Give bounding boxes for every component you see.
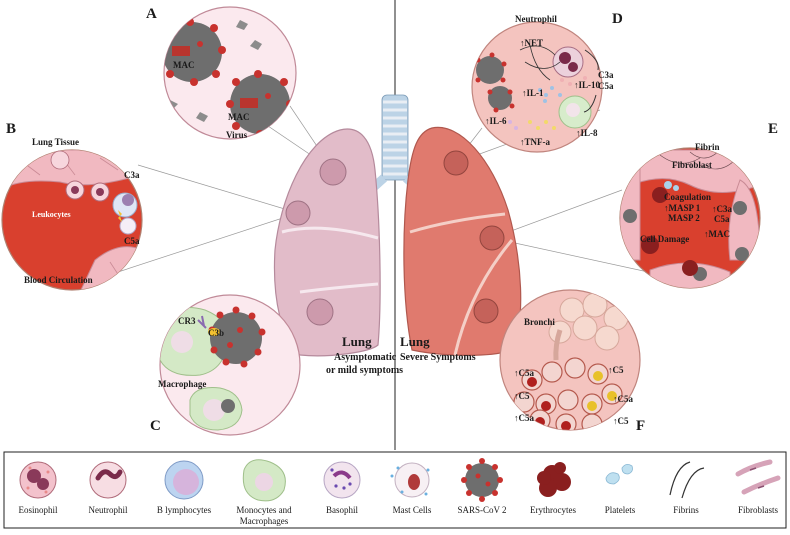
c5-label-f2: ↑C5 xyxy=(514,391,530,401)
c5a-label-f1: ↑C5a xyxy=(514,368,534,378)
legend-mast-cells: Mast Cells xyxy=(390,462,432,515)
blood-circulation-label: Blood Circulation xyxy=(24,275,93,285)
legend-eosinophil: Eosinophil xyxy=(18,461,58,515)
legend-b-lymphocytes: B lymphocytes xyxy=(157,460,212,515)
legend-macrophages-label: Macrophages xyxy=(240,516,289,526)
cr3-label: CR3 xyxy=(178,316,196,326)
macrophage-label: Macrophage xyxy=(158,379,206,389)
leukocytes-label: Leukocytes xyxy=(32,210,71,219)
left-lung-mild xyxy=(273,128,381,357)
virus-a2 xyxy=(230,74,290,134)
masp2-label: MASP 2 xyxy=(668,213,700,223)
legend-sars-cov-2: SARS-CoV 2 xyxy=(457,458,507,515)
c5-label-f1: ↑C5 xyxy=(608,365,624,375)
legend-platelets-label: Platelets xyxy=(605,505,636,515)
panel-letter-d: D xyxy=(612,11,623,27)
fibrin-label: Fibrin xyxy=(695,142,720,152)
panel-letter-b: B xyxy=(6,121,16,137)
c5a-label-e: C5a xyxy=(714,214,730,224)
masp1-label: ↑MASP 1 xyxy=(664,203,701,213)
panel-letter-e: E xyxy=(768,121,778,137)
panel-letter-f: F xyxy=(636,418,645,434)
c5a-label-d: C5a xyxy=(598,81,614,91)
fibroblast-label: Fibroblast xyxy=(672,160,712,170)
panel-a: MAC MAC Virus A xyxy=(146,6,297,140)
left-lung-subtitle-1: Asymptomatic xyxy=(334,352,397,363)
il8-label: ↑IL-8 xyxy=(576,128,598,138)
legend-b-lymphocytes-label: B lymphocytes xyxy=(157,505,212,515)
c5-label-f3: ↑C5 xyxy=(613,416,629,426)
legend-neutrophil-label: Neutrophil xyxy=(89,505,128,515)
panel-b: Lung Tissue Leukocytes C3a C5a Blood Cir… xyxy=(1,121,143,291)
left-lung-subtitle-2: or mild symptoms xyxy=(326,365,403,376)
lung-tissue-label: Lung Tissue xyxy=(32,137,79,147)
c3a-label-e: ↑C3a xyxy=(712,204,732,214)
right-lung-title: Lung xyxy=(400,334,430,349)
legend-monocytes: Monocytes and Macrophages xyxy=(236,459,292,526)
legend-mast-cells-label: Mast Cells xyxy=(393,505,432,515)
legend-basophil-label: Basophil xyxy=(326,505,359,515)
c3b-label: C3b xyxy=(208,328,224,338)
net-label: ↑NET xyxy=(520,38,543,48)
tnf-label: ↑TNF-a xyxy=(520,137,550,147)
virus-c xyxy=(210,312,262,364)
legend-erythrocytes: Erythrocytes xyxy=(530,462,576,515)
mac-label-e: ↑MAC xyxy=(704,229,730,239)
c3a-label-b: C3a xyxy=(124,170,140,180)
c3a-label-d: C3a xyxy=(598,70,614,80)
panel-c: CR3 C3b Macrophage C xyxy=(150,294,301,436)
c5a-label-f2: ↑C5a xyxy=(613,394,633,404)
panel-letter-c: C xyxy=(150,418,161,434)
panel-d: Neutrophil ↑NET ↑IL-10 C3a C5a ↑IL-1 ↑IL… xyxy=(471,11,623,153)
legend-neutrophil: Neutrophil xyxy=(89,461,128,515)
legend-erythrocytes-label: Erythrocytes xyxy=(530,505,576,515)
c5a-label-f3: ↑C5a xyxy=(514,413,534,423)
legend-fibroblasts: Fibroblasts xyxy=(735,459,781,515)
il6-label: ↑IL-6 xyxy=(485,116,507,126)
neutrophil-label: Neutrophil xyxy=(515,14,557,24)
legend-monocytes-label: Monocytes and xyxy=(236,505,292,515)
legend-fibrins-label: Fibrins xyxy=(673,505,699,515)
legend-fibroblasts-label: Fibroblasts xyxy=(738,505,779,515)
panel-f: Bronchi ↑C5a ↑C5 ↑C5 ↑C5a ↑C5a ↑C5 F xyxy=(499,289,645,434)
il10-label: ↑IL-10 xyxy=(574,80,601,90)
virus-d1 xyxy=(476,56,504,84)
legend-eosinophil-label: Eosinophil xyxy=(18,505,58,515)
legend-box xyxy=(3,451,787,529)
legend-basophil: Basophil xyxy=(323,461,361,515)
mac-label-2: MAC xyxy=(228,112,250,122)
legend-sars-cov-2-label: SARS-CoV 2 xyxy=(457,505,506,515)
panel-e: Fibrin Fibroblast Coagulation ↑MASP 1 MA… xyxy=(619,121,778,289)
c5a-label-b: C5a xyxy=(124,236,140,246)
legend-fibrins: Fibrins xyxy=(669,461,705,515)
il1-label: ↑IL-1 xyxy=(522,88,544,98)
panel-letter-a: A xyxy=(146,6,157,22)
virus-d2 xyxy=(488,86,512,110)
virus-label: Virus xyxy=(226,130,248,140)
coagulation-label: Coagulation xyxy=(664,192,711,202)
legend: Eosinophil Neutrophil B lymphocytes Mono… xyxy=(3,451,787,529)
right-lung-subtitle: Severe Symptoms xyxy=(400,352,476,363)
left-lung-title: Lung xyxy=(342,334,372,349)
legend-platelets: Platelets xyxy=(605,464,636,515)
virus-a1 xyxy=(164,22,222,82)
right-lung-severe xyxy=(403,126,522,356)
cell-damage-label: Cell Damage xyxy=(640,234,689,244)
mac-label-1: MAC xyxy=(173,60,195,70)
bronchi-label: Bronchi xyxy=(524,317,555,327)
